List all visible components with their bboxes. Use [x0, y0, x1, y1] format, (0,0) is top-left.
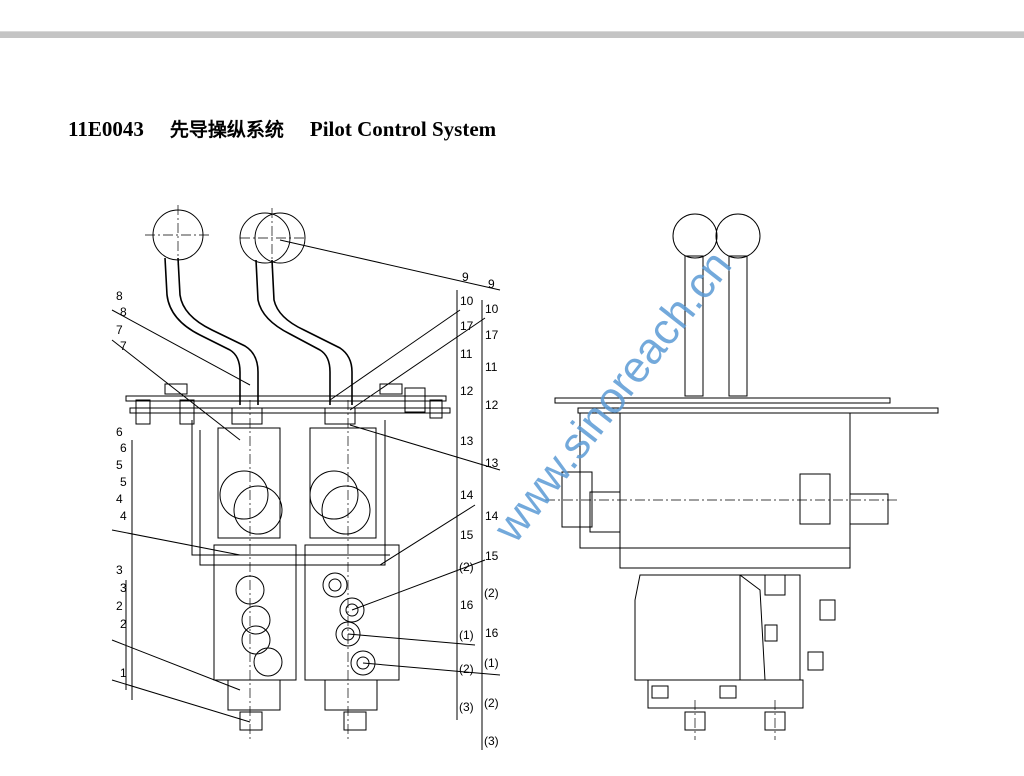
label: (1)	[459, 628, 474, 642]
title-english: Pilot Control System	[309, 117, 497, 141]
label: (2)	[459, 560, 474, 574]
part-labels-right-b: 9 10 17 11 12 13 14 15 (2) 16 (1) (2) (3…	[484, 277, 499, 748]
label: 16	[485, 626, 499, 640]
label: (2)	[459, 662, 474, 676]
label: 11	[485, 360, 498, 374]
label: 11	[460, 347, 473, 361]
label: 2	[120, 617, 127, 631]
label: 3	[116, 563, 123, 577]
label: 14	[460, 488, 474, 502]
label: (2)	[484, 586, 499, 600]
watermark: www.sinoreach.cn	[484, 242, 742, 552]
label: 16	[460, 598, 474, 612]
label: 5	[116, 458, 123, 472]
label: 9	[488, 277, 495, 291]
part-labels-right-a: 9 10 17 11 12 13 14 15 (2) 16 (1) (2) (3…	[459, 270, 474, 714]
part-code: 11E0043	[68, 117, 144, 141]
label: 5	[120, 475, 127, 489]
label: 13	[485, 456, 499, 470]
side-view	[545, 213, 939, 740]
label: 6	[120, 441, 127, 455]
label: 10	[485, 302, 499, 316]
label: (3)	[484, 734, 499, 748]
label: 4	[120, 509, 127, 523]
label: 8	[116, 289, 123, 303]
label: 13	[460, 434, 474, 448]
label: 15	[485, 549, 499, 563]
label: 6	[116, 425, 123, 439]
label: 7	[116, 323, 123, 337]
label: 12	[460, 384, 474, 398]
label: 4	[116, 492, 123, 506]
label: 3	[120, 581, 127, 595]
front-view	[111, 205, 501, 750]
label: 12	[485, 398, 499, 412]
top-divider	[0, 31, 1024, 38]
label: 1	[120, 666, 127, 680]
label: 14	[485, 509, 499, 523]
page-title: 11E0043 先导操纵系统 Pilot Control System	[68, 115, 522, 142]
label: 15	[460, 528, 474, 542]
label: 8	[120, 305, 127, 319]
label: 7	[120, 339, 127, 353]
label: (1)	[484, 656, 499, 670]
label: 17	[460, 319, 474, 333]
part-labels-left: 8 8 7 7 6 6 5 5 4 4 3 3 2 2 1	[116, 289, 127, 680]
label: (3)	[459, 700, 474, 714]
label: (2)	[484, 696, 499, 710]
label: 17	[485, 328, 499, 342]
label: 10	[460, 294, 474, 308]
title-chinese: 先导操纵系统	[169, 119, 284, 141]
label: 2	[116, 599, 123, 613]
label: 9	[462, 270, 469, 284]
